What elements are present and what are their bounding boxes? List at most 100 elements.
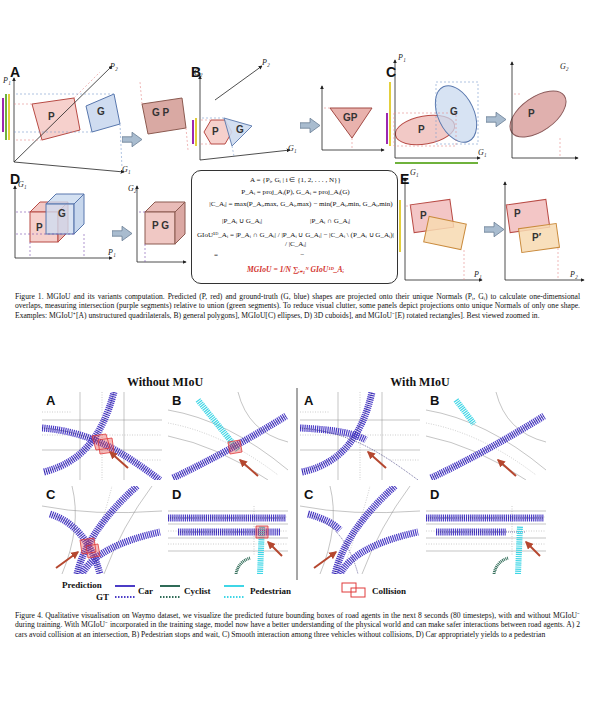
pointer-arrow xyxy=(526,542,540,556)
projection-line xyxy=(405,206,464,280)
hull-segment xyxy=(399,200,401,252)
car-trajectory xyxy=(431,416,544,478)
normal-label: P₁ xyxy=(474,270,482,279)
gt-shape xyxy=(224,118,252,146)
collision-box xyxy=(80,538,100,558)
normal-label: P₂ xyxy=(570,270,578,279)
car-trajectory xyxy=(308,514,340,530)
panel-a-shapes xyxy=(3,66,188,172)
pointer-arrow xyxy=(314,552,336,568)
hull-segment xyxy=(389,82,391,146)
scene-a-with xyxy=(300,392,420,480)
collision-box xyxy=(228,440,242,454)
cyclist-trajectory xyxy=(494,558,508,574)
figure-caption: Figure 1. MGIoU and its variants computa… xyxy=(15,292,580,320)
panel-letter: A xyxy=(46,393,55,408)
pred-rectangle xyxy=(424,216,467,249)
panel-letter: D xyxy=(172,487,181,502)
overlap-shape xyxy=(330,108,372,138)
projection-line xyxy=(140,82,188,150)
panel-b-shapes xyxy=(193,66,384,160)
legend-sample xyxy=(351,588,365,597)
panel-d-shapes xyxy=(15,186,186,262)
projection-line xyxy=(200,118,234,156)
intersection-segment xyxy=(192,120,194,144)
panel-letter: A xyxy=(10,64,20,80)
panel-letter: A xyxy=(304,393,313,408)
collision-box xyxy=(92,434,114,454)
normal-axis xyxy=(505,280,584,281)
gt-cuboid xyxy=(46,204,74,234)
normal-label: G₂ xyxy=(128,184,137,193)
gt-trajectory xyxy=(300,392,418,480)
shape-label: P xyxy=(212,126,219,137)
column-heading: Without MIoU xyxy=(127,375,203,390)
gt-trajectory xyxy=(42,392,160,480)
car-trajectory xyxy=(173,416,286,478)
road-map xyxy=(300,486,420,574)
cyclist-trajectory xyxy=(236,558,250,574)
pred-rectangle xyxy=(519,223,560,252)
panel-letter: B xyxy=(172,393,181,408)
shape-label: P xyxy=(420,210,427,221)
shape-label: P xyxy=(528,108,535,119)
normal-label: G₂ xyxy=(194,68,203,77)
gt-ellipse xyxy=(427,79,485,149)
normal-axis xyxy=(405,178,406,280)
legend-label: Car xyxy=(138,586,153,596)
projection-line xyxy=(15,212,84,258)
panel-letter: C xyxy=(304,487,313,502)
car-trajectory xyxy=(50,514,100,574)
normal-axis xyxy=(14,66,112,162)
overlap-shape xyxy=(142,98,186,134)
normal-label: G₁ xyxy=(410,168,419,177)
car-trajectory xyxy=(77,486,137,574)
normal-axis xyxy=(215,66,262,100)
legend-sample xyxy=(160,596,180,598)
road-map xyxy=(168,506,288,556)
road-map xyxy=(168,392,288,480)
panel-e-shapes xyxy=(397,178,584,280)
transform-arrow xyxy=(112,226,132,241)
formula-line: = xyxy=(214,251,226,260)
gt-cuboid xyxy=(74,194,84,234)
car-trajectory xyxy=(340,532,418,574)
normal-label: P₂ xyxy=(262,58,270,67)
legend-label: Collision xyxy=(372,586,406,596)
pointer-arrow xyxy=(56,552,78,568)
legend-sample xyxy=(160,585,180,587)
projection-box xyxy=(436,82,478,144)
normal-label: P₁ xyxy=(3,76,11,85)
pointer-arrow xyxy=(498,460,516,476)
scene-b-without xyxy=(168,392,288,480)
gt-shape xyxy=(86,94,120,132)
shape-label: G xyxy=(97,106,105,117)
gt-trajectory xyxy=(50,486,137,574)
legend-sample xyxy=(224,596,244,598)
figure-caption: Figure 4. Qualitative visualisation on W… xyxy=(15,611,580,639)
projection-line xyxy=(14,94,122,168)
legend-row-label: GT xyxy=(96,592,109,602)
normal-axis xyxy=(14,162,124,172)
scene-a-without xyxy=(42,392,162,480)
collision-box xyxy=(256,526,268,538)
normal-axis xyxy=(15,186,16,258)
normal-label: G₁ xyxy=(122,165,131,174)
legend-row-label: Prediction xyxy=(62,580,102,590)
gt-trajectory xyxy=(426,518,544,532)
hull-segment xyxy=(8,94,10,140)
transform-arrow xyxy=(122,132,142,147)
divider xyxy=(297,388,298,580)
transform-arrow xyxy=(300,118,320,133)
legend-label: Cyclist xyxy=(184,586,211,596)
pointer-arrow xyxy=(240,460,258,476)
normal-label: G₁ xyxy=(18,180,27,189)
normal-label: G₁ xyxy=(288,144,297,153)
formula-line: A = {Pᵢ, Gᵢ | i ∈ {1, 2, . . . , N}} xyxy=(192,176,399,185)
normal-axis xyxy=(512,158,578,159)
pointer-arrow xyxy=(268,542,282,556)
normal-label: P₂ xyxy=(110,62,118,71)
pointer-arrow xyxy=(110,452,128,468)
scene-c-with xyxy=(300,486,420,574)
